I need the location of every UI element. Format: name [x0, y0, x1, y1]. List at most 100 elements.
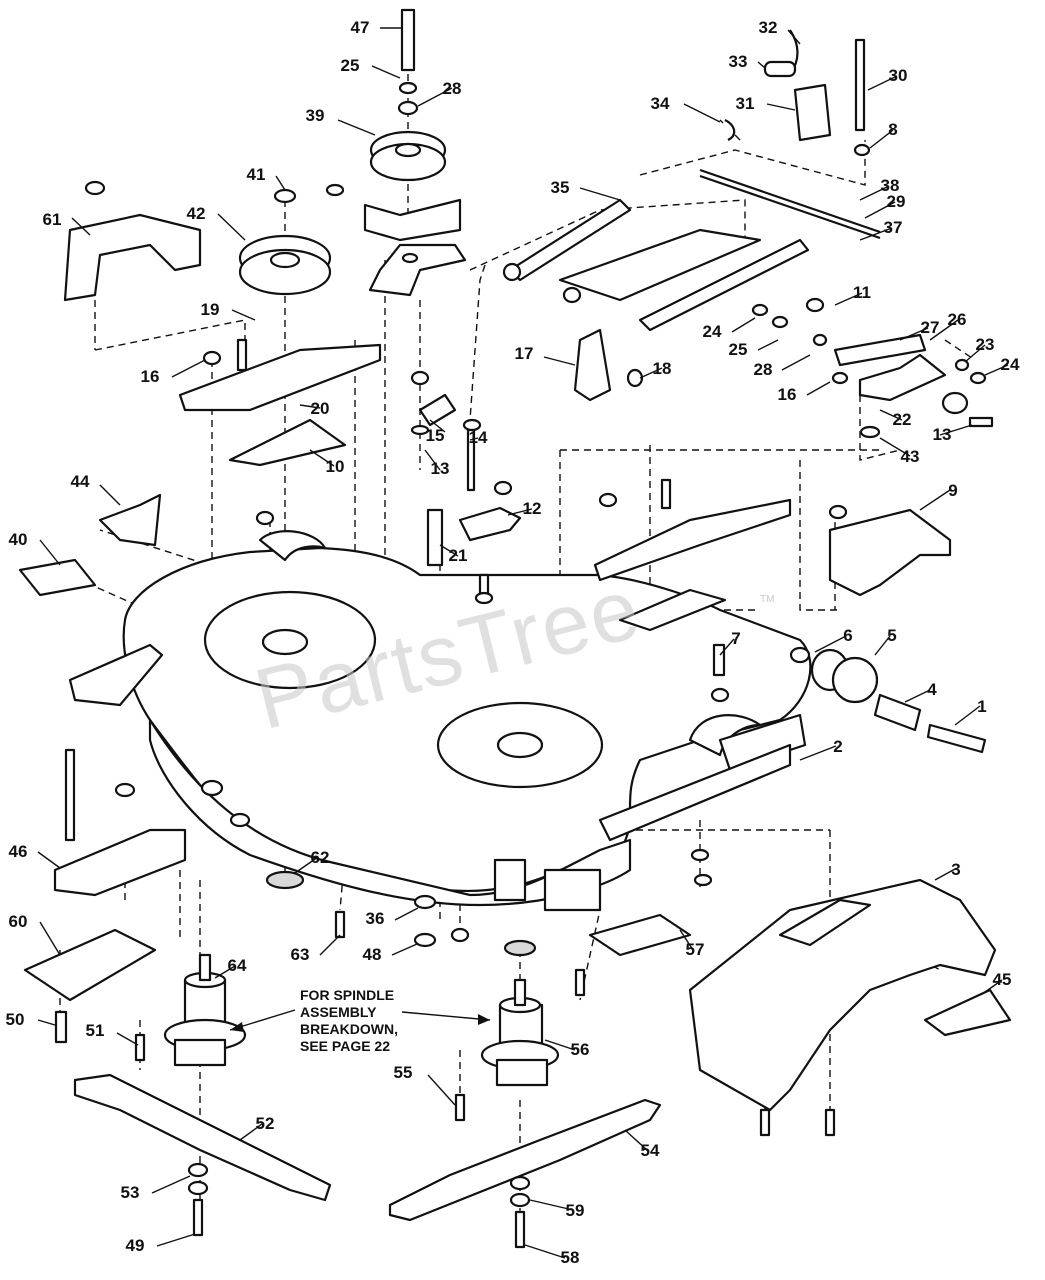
callout-leader: [151, 1175, 191, 1194]
callout-number-11: 11: [853, 283, 871, 302]
callout-leader: [984, 364, 1009, 376]
callout-leader: [859, 185, 890, 201]
callout-number-2: 2: [833, 737, 842, 756]
callout-number-17: 17: [515, 344, 534, 363]
callout-number-64: 64: [228, 956, 247, 975]
callout-number-4: 4: [927, 680, 937, 699]
callout-leader: [954, 705, 981, 726]
callout-number-33: 33: [729, 52, 748, 71]
center-links: [410, 370, 522, 605]
callout-leader: [904, 689, 931, 703]
hitch-parts: [724, 29, 871, 157]
callout-leader: [929, 319, 959, 341]
callout-number-16: 16: [141, 367, 160, 386]
callout-number-61: 61: [43, 210, 62, 229]
callout-leader: [417, 87, 453, 107]
note-line-3: BREAKDOWN,: [300, 1021, 398, 1037]
callout-number-60: 60: [9, 912, 28, 931]
callout-leader: [424, 449, 441, 471]
callout-number-22: 22: [893, 410, 912, 429]
callout-number-24: 24: [703, 322, 722, 341]
callout-leader: [899, 327, 929, 341]
callout-leader: [231, 309, 256, 321]
callout-number-43: 43: [901, 447, 920, 466]
callout-leader: [624, 1129, 649, 1152]
callout-leader: [239, 1123, 263, 1141]
callout-number-28: 28: [754, 360, 773, 379]
callout-number-55: 55: [394, 1063, 413, 1082]
callout-number-16: 16: [778, 385, 797, 404]
callout-leader: [319, 934, 341, 956]
callout-number-41: 41: [247, 165, 266, 184]
callout-leader: [787, 29, 801, 45]
callout-number-63: 63: [291, 945, 310, 964]
callout-number-45: 45: [993, 970, 1012, 989]
callout-number-10: 10: [326, 457, 345, 476]
callout-leader: [939, 424, 973, 436]
bracket-61: [63, 180, 202, 302]
note-line-1: FOR SPINDLE: [300, 987, 394, 1003]
callout-leader: [507, 508, 533, 516]
callout-number-8: 8: [888, 120, 897, 139]
callout-leader: [214, 965, 236, 979]
callout-number-15: 15: [426, 426, 445, 445]
spindle-right: [480, 978, 560, 1087]
callout-leader: [731, 317, 756, 333]
callout-number-13: 13: [431, 459, 450, 478]
callout-leader: [934, 868, 956, 881]
callout-leader: [171, 359, 206, 378]
callout-number-62: 62: [311, 848, 330, 867]
callout-leader: [984, 979, 1003, 993]
callout-leader: [579, 187, 621, 201]
callout-number-29: 29: [887, 192, 906, 211]
callout-leader: [99, 484, 121, 506]
link-parts-right: [751, 297, 994, 597]
callout-leader: [391, 943, 418, 956]
note-line-4: SEE PAGE 22: [300, 1038, 390, 1054]
callout-leader: [524, 1244, 566, 1259]
callout-number-47: 47: [351, 18, 370, 37]
pulley-assembly: [238, 8, 467, 297]
callout-leader: [429, 419, 446, 433]
deck-housing: [68, 530, 812, 912]
discharge-chute: [688, 878, 997, 1112]
callout-leader: [806, 381, 831, 396]
callout-leader: [309, 449, 335, 467]
callout-leader: [469, 437, 479, 441]
callout-number-37: 37: [884, 218, 903, 237]
watermark-trademark: TM: [760, 594, 774, 605]
callout-number-57: 57: [686, 940, 705, 959]
callout-number-6: 6: [843, 626, 852, 645]
callout-leader: [294, 856, 319, 874]
callout-leader: [874, 635, 891, 656]
lift-frame: [502, 168, 881, 402]
callout-leader: [859, 227, 893, 241]
callout-number-25: 25: [729, 340, 748, 359]
callout-leader: [37, 1019, 56, 1026]
callout-number-27: 27: [921, 318, 940, 337]
callout-number-25: 25: [341, 56, 360, 75]
callout-number-31: 31: [736, 94, 755, 113]
spindle-note: FOR SPINDLE ASSEMBLY BREAKDOWN, SEE PAGE…: [229, 987, 491, 1054]
callout-leader: [869, 129, 894, 149]
callout-leader: [116, 1032, 139, 1046]
callout-number-13: 13: [933, 425, 952, 444]
callout-number-12: 12: [523, 499, 542, 518]
callout-number-39: 39: [306, 106, 325, 125]
decals: [18, 493, 1012, 1037]
idler-arm-right: [593, 478, 792, 632]
callout-leader: [964, 344, 986, 363]
callout-number-30: 30: [889, 66, 908, 85]
callout-number-9: 9: [948, 481, 957, 500]
callout-number-34: 34: [651, 94, 670, 113]
callout-number-53: 53: [121, 1183, 140, 1202]
callout-leader: [864, 201, 896, 219]
callout-leader: [766, 103, 796, 111]
callout-number-28: 28: [443, 79, 462, 98]
callout-number-56: 56: [571, 1040, 590, 1059]
callout-leader: [371, 65, 401, 79]
callout-leader: [867, 75, 898, 91]
callout-number-36: 36: [366, 909, 385, 928]
callout-number-3: 3: [951, 860, 960, 879]
callout-number-50: 50: [6, 1010, 25, 1029]
